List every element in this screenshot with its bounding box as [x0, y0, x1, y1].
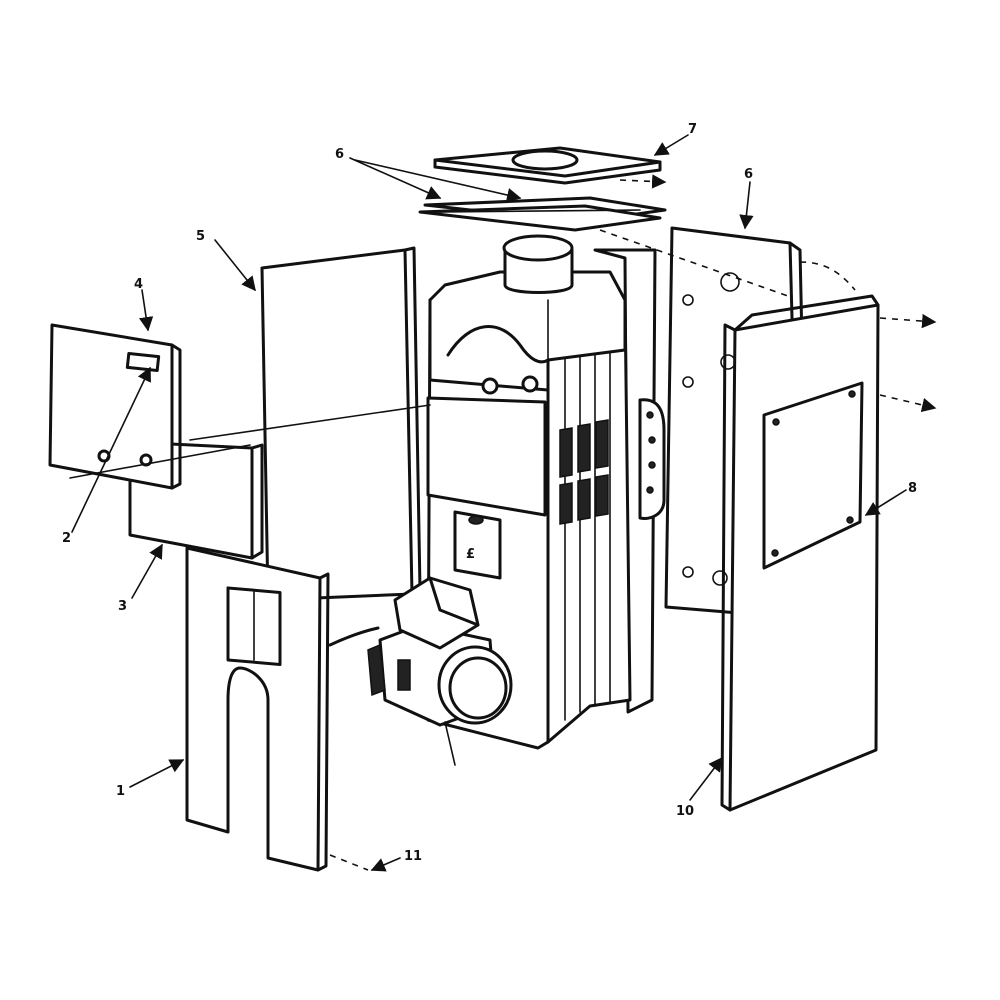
callout-6-side-panel: 6 — [744, 167, 753, 182]
callout-4: 4 — [134, 277, 143, 292]
callout-2: 2 — [62, 531, 71, 546]
callout-6-gaskets: 6 — [335, 147, 344, 162]
callout-1: 1 — [116, 784, 125, 799]
oil-burner — [367, 576, 513, 766]
top-cover-plate — [433, 146, 662, 185]
boiler-body: £ — [426, 234, 666, 750]
callout-10: 10 — [676, 804, 694, 819]
label-plate-mark: £ — [466, 547, 475, 562]
front-lower-panel — [185, 546, 330, 872]
callout-8: 8 — [908, 481, 917, 496]
callout-5: 5 — [196, 229, 205, 244]
left-rear-panel — [260, 246, 422, 602]
callout-7: 7 — [688, 122, 697, 137]
right-side-panel — [720, 294, 880, 812]
burner-cable — [328, 626, 380, 647]
callout-3: 3 — [118, 599, 127, 614]
callout-11: 11 — [404, 849, 422, 864]
top-gaskets — [418, 196, 667, 232]
leader-lines — [71, 134, 907, 872]
callout-labels: 1 2 3 4 5 6 7 6 8 10 11 — [62, 122, 917, 864]
control-panel — [48, 323, 182, 490]
